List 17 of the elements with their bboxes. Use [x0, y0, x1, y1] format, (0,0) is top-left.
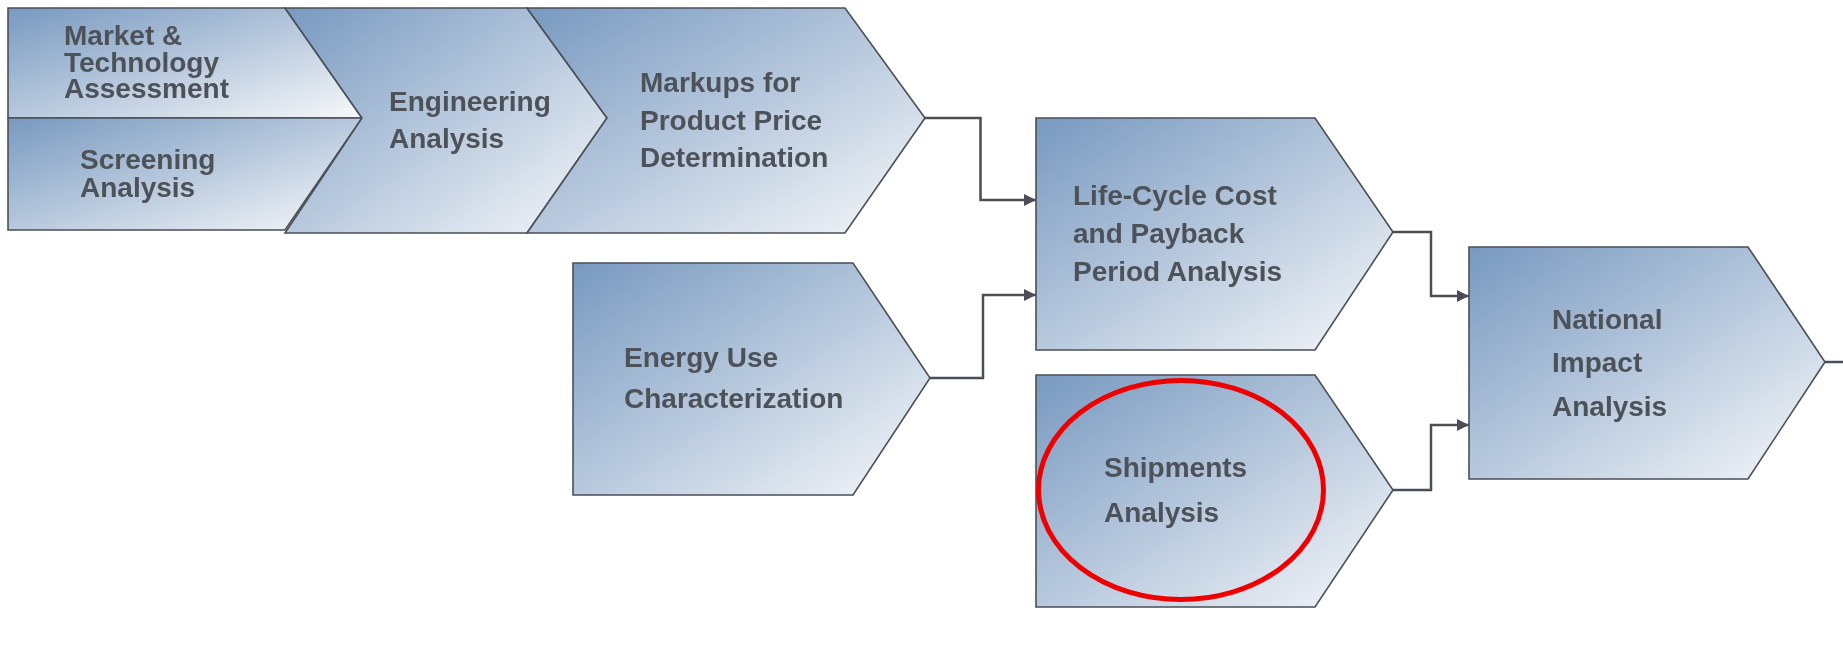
chevron-box: [285, 8, 607, 233]
arrow: [1393, 418, 1469, 492]
node-label: Markups for Product Price Determination: [640, 65, 830, 176]
node-label: Screening Analysis: [80, 146, 217, 202]
arrow: [925, 116, 1036, 207]
chevron-box: [1469, 247, 1825, 479]
arrow: [930, 288, 1036, 380]
node-label: National Impact Analysis: [1552, 302, 1669, 424]
node-label: Market & Technology Assessment: [64, 23, 230, 103]
chevron-box: [1036, 375, 1393, 607]
chevron-box: [573, 263, 930, 495]
node-label: Engineering Analysis: [389, 85, 552, 156]
chevron-box: [1036, 118, 1393, 350]
node-label: Shipments Analysis: [1104, 451, 1249, 530]
node-label: Energy Use Characterization: [624, 341, 845, 416]
arrow: [1393, 230, 1469, 303]
node-label: Life-Cycle Cost and Payback Period Analysis: [1073, 179, 1284, 289]
